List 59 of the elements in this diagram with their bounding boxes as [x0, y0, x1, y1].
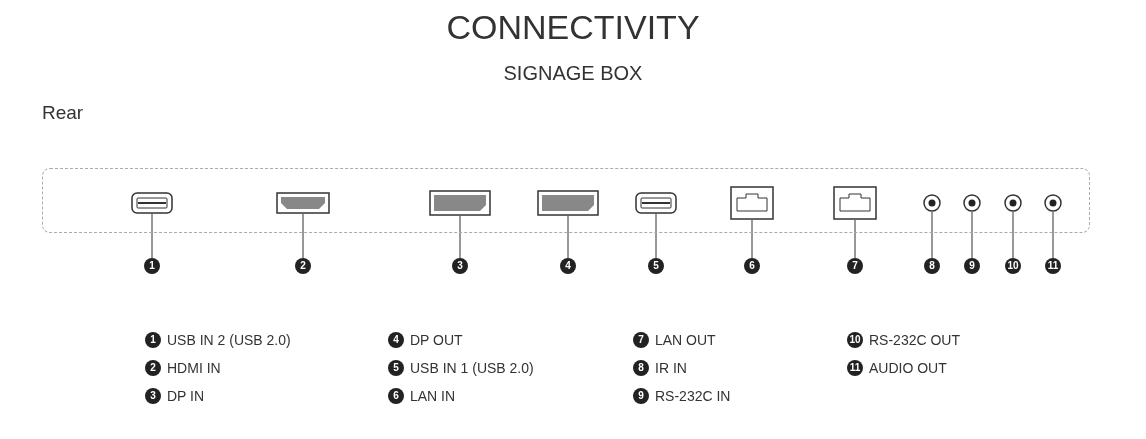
leader-line [567, 215, 569, 259]
audio-jack-icon [1044, 194, 1062, 212]
leader-line [751, 219, 753, 259]
displayport-icon [537, 190, 599, 216]
legend-marker: 3 [145, 388, 161, 404]
hdmi-port-icon [276, 192, 330, 214]
rear-panel-outline [42, 168, 1090, 233]
callout-number: 1 [144, 258, 160, 274]
section-label: Rear [42, 102, 84, 124]
legend-text: HDMI IN [167, 360, 221, 376]
legend-text: USB IN 1 (USB 2.0) [410, 360, 534, 376]
legend-text: DP OUT [410, 332, 463, 348]
leader-line [854, 219, 856, 259]
ethernet-port-icon [730, 186, 774, 220]
callout-number: 8 [924, 258, 940, 274]
audio-jack-icon [1004, 194, 1022, 212]
legend-text: RS-232C IN [655, 388, 731, 404]
leader-line [971, 211, 973, 259]
callout-number: 6 [744, 258, 760, 274]
legend-marker: 7 [633, 332, 649, 348]
title: CONNECTIVITY [446, 8, 700, 47]
leader-line [459, 215, 461, 259]
leader-line [1052, 211, 1054, 259]
callout-number: 2 [295, 258, 311, 274]
legend-text: AUDIO OUT [869, 360, 947, 376]
leader-line [302, 213, 304, 259]
audio-jack-icon [923, 194, 941, 212]
legend-marker: 6 [388, 388, 404, 404]
legend-marker: 10 [847, 332, 863, 348]
audio-jack-icon [963, 194, 981, 212]
callout-number: 11 [1045, 258, 1061, 274]
callout-number: 5 [648, 258, 664, 274]
callout-number: 4 [560, 258, 576, 274]
leader-line [151, 213, 153, 259]
displayport-icon [429, 190, 491, 216]
callout-number: 3 [452, 258, 468, 274]
callout-number: 9 [964, 258, 980, 274]
subtitle: SIGNAGE BOX [503, 62, 643, 84]
legend-marker: 8 [633, 360, 649, 376]
callout-number: 7 [847, 258, 863, 274]
legend-marker: 4 [388, 332, 404, 348]
legend-marker: 5 [388, 360, 404, 376]
usb-port-icon [131, 192, 173, 214]
ethernet-port-icon [833, 186, 877, 220]
legend-marker: 11 [847, 360, 863, 376]
legend-text: IR IN [655, 360, 687, 376]
leader-line [931, 211, 933, 259]
usb-port-icon [635, 192, 677, 214]
legend-marker: 2 [145, 360, 161, 376]
legend-text: DP IN [167, 388, 205, 404]
leader-line [655, 213, 657, 259]
callout-number: 10 [1005, 258, 1021, 274]
legend-text: RS-232C OUT [869, 332, 961, 348]
legend-text: LAN OUT [655, 332, 716, 348]
legend-marker: 9 [633, 388, 649, 404]
legend-text: LAN IN [410, 388, 456, 404]
legend-text: USB IN 2 (USB 2.0) [167, 332, 291, 348]
leader-line [1012, 211, 1014, 259]
legend-marker: 1 [145, 332, 161, 348]
